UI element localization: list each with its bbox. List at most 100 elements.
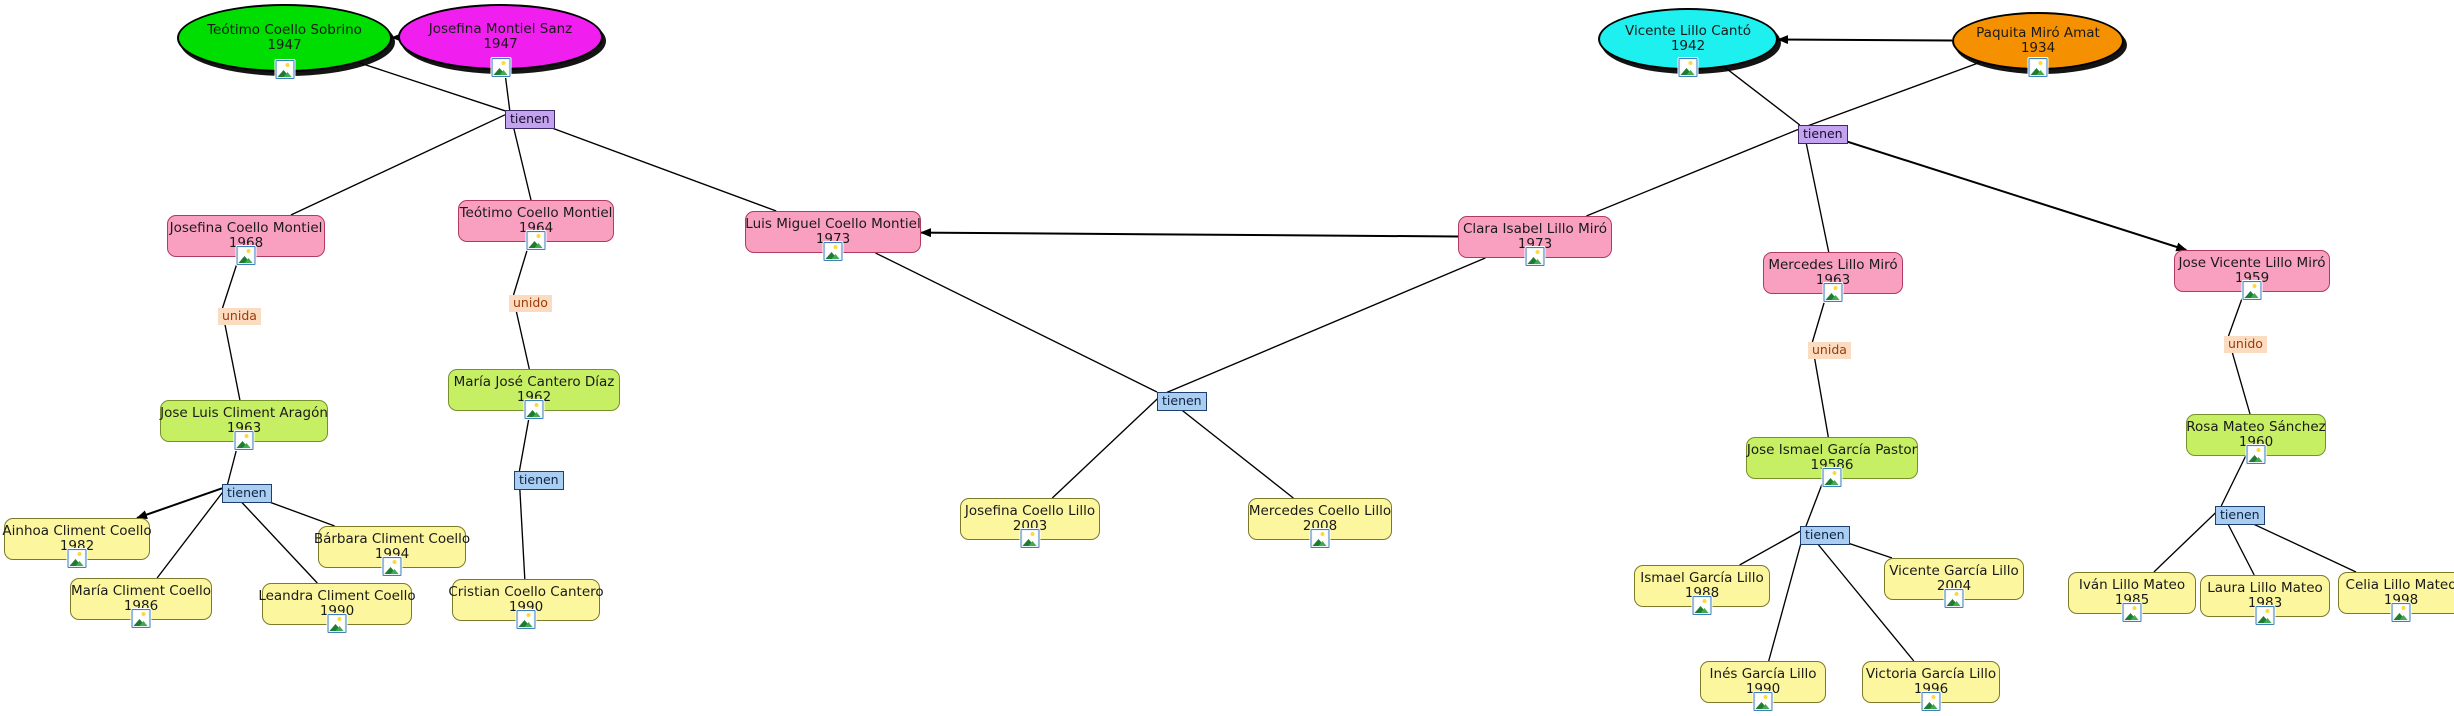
- person-name: Cristian Coello Cantero: [448, 583, 604, 600]
- photo-icon[interactable]: [234, 431, 254, 450]
- photo-icon[interactable]: [67, 549, 87, 568]
- photo-icon[interactable]: [1310, 529, 1330, 548]
- edge-jose_ismael-to-rel_tienen_garcia: [1805, 478, 1825, 527]
- photo-icon[interactable]: [1753, 692, 1773, 711]
- edge-rel_tienen_luis-to-mercedes_lillo: [1164, 396, 1294, 499]
- edge-rosa_mateo-to-rel_tienen_mateo: [2220, 455, 2247, 507]
- relation-label-rel_tienen_luis[interactable]: tienen: [1157, 392, 1207, 411]
- photo-icon[interactable]: [236, 246, 256, 265]
- photo-icon[interactable]: [1678, 58, 1698, 77]
- relation-label-rel_unido_teotimo[interactable]: unido: [509, 295, 552, 312]
- person-name: Mercedes Coello Lillo: [1248, 502, 1392, 519]
- photo-icon[interactable]: [1822, 468, 1842, 487]
- photo-icon[interactable]: [1692, 596, 1712, 615]
- photo-icon[interactable]: [2255, 606, 2275, 625]
- relation-label-rel_tienen_mateo[interactable]: tienen: [2215, 506, 2265, 525]
- person-year: 1947: [483, 36, 518, 52]
- edge-rel_tienen_lillo-to-clara_isabel: [1586, 128, 1799, 217]
- person-year: 1942: [1670, 38, 1706, 54]
- relation-label-rel_tienen_lillo[interactable]: tienen: [1798, 125, 1848, 144]
- edge-paquita_amat-to-vicente_canto: [1777, 35, 1953, 45]
- relation-label-rel_unida_mercedes[interactable]: unida: [1808, 342, 1851, 359]
- photo-icon[interactable]: [1525, 247, 1545, 266]
- edge-rel_tienen_climent-to-ainhoa: [136, 487, 223, 519]
- person-year: 1934: [2020, 40, 2056, 56]
- relation-label-rel_unido_jvicente[interactable]: unido: [2224, 336, 2267, 353]
- person-name: Teótimo Coello Sobrino: [207, 21, 362, 38]
- photo-icon[interactable]: [1823, 283, 1843, 302]
- relation-label-rel_unida_josefina[interactable]: unida: [218, 308, 261, 325]
- photo-icon[interactable]: [526, 231, 546, 250]
- photo-icon[interactable]: [131, 609, 151, 628]
- relation-label-rel_tienen_climent[interactable]: tienen: [222, 484, 272, 503]
- photo-icon[interactable]: [1921, 692, 1941, 711]
- edge-teotimo_sobrino-to-rel_tienen_coello: [358, 61, 506, 112]
- photo-icon[interactable]: [327, 614, 347, 633]
- edge-rel_tienen_cantero-to-cristian: [518, 475, 526, 580]
- person-name: Paquita Miró Amat: [1976, 24, 2100, 41]
- person-name: Vicente García Lillo: [1889, 562, 2019, 579]
- photo-icon[interactable]: [2391, 603, 2411, 622]
- photo-icon[interactable]: [1020, 529, 1040, 548]
- photo-icon[interactable]: [382, 557, 402, 576]
- person-name: Jose Luis Climent Aragón: [160, 404, 328, 421]
- person-name: Ismael García Lillo: [1640, 569, 1764, 586]
- edge-rel_tienen_lillo-to-jose_vicente: [1807, 128, 2188, 252]
- person-name: Inés García Lillo: [1709, 665, 1817, 682]
- photo-icon[interactable]: [823, 242, 843, 261]
- photo-icon[interactable]: [516, 610, 536, 629]
- photo-icon[interactable]: [2028, 58, 2048, 77]
- photo-icon[interactable]: [2242, 281, 2262, 300]
- person-name: Leandra Climent Coello: [258, 587, 416, 604]
- photo-icon[interactable]: [2246, 445, 2266, 464]
- photo-icon[interactable]: [275, 60, 294, 79]
- person-name: Teótimo Coello Montiel: [459, 204, 613, 221]
- edge-clara_isabel-to-rel_tienen_luis: [1166, 257, 1486, 394]
- edge-rel_tienen_luis-to-josefina_lillo: [1051, 396, 1160, 499]
- edge-rel_tienen_lillo-to-mercedes_miro: [1802, 129, 1830, 253]
- relation-label-rel_tienen_cantero[interactable]: tienen: [514, 471, 564, 490]
- person-name: Celia Lillo Mateo: [2345, 576, 2454, 593]
- relation-label-rel_tienen_coello[interactable]: tienen: [505, 110, 555, 129]
- relation-label-rel_tienen_garcia[interactable]: tienen: [1800, 526, 1850, 545]
- person-name: Iván Lillo Mateo: [2078, 576, 2186, 593]
- person-name: Bárbara Climent Coello: [313, 530, 471, 547]
- photo-icon[interactable]: [2122, 603, 2142, 622]
- person-name: Mercedes Lillo Miró: [1768, 256, 1898, 273]
- edge-rel_tienen_mateo-to-ivan_mateo: [2153, 510, 2218, 573]
- person-name: María José Cantero Díaz: [453, 373, 615, 390]
- person-year: 1947: [267, 37, 302, 53]
- photo-icon[interactable]: [1944, 589, 1964, 608]
- person-year: 19586: [1810, 457, 1854, 473]
- photo-icon[interactable]: [524, 400, 544, 419]
- photo-icon[interactable]: [491, 58, 510, 77]
